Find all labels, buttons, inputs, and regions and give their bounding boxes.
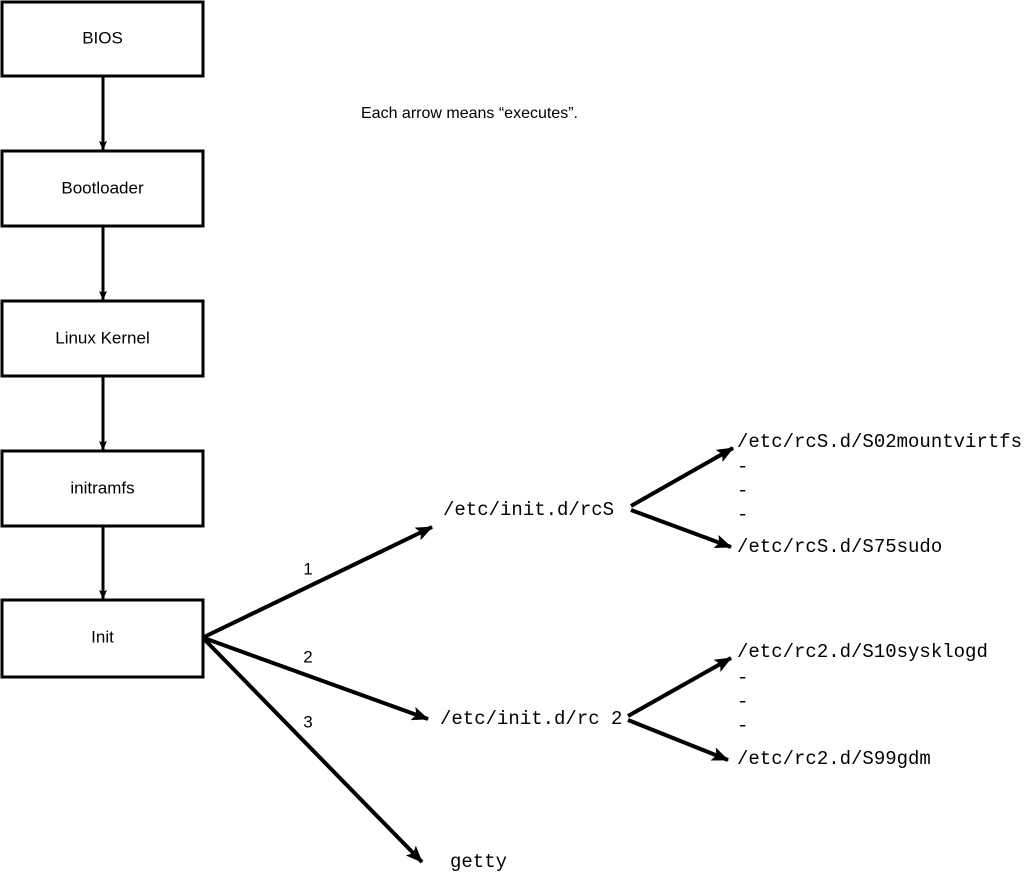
arrow-rc2-to-last-script [627,718,729,762]
rc2-script-labels: /etc/rc2.d/S10sysklogd - - - /etc/rc2.d/… [737,641,988,770]
node-bootloader-label: Bootloader [61,178,144,197]
rcs-ellipsis-dash-1: - [737,456,748,478]
rc2-ellipsis-dash-1: - [737,667,748,689]
label-rc2-first-script[interactable]: /etc/rc2.d/S10sysklogd [737,641,988,663]
init-fanout-arrows [202,525,433,864]
arrow-init-to-getty [202,637,424,864]
rcs-subbranch-arrows [630,446,734,549]
rcs-ellipsis-dash-2: - [737,480,748,502]
arrow-rcs-to-last-script [630,508,732,549]
boot-chain-group: BIOS Bootloader Linux Kernel initramfs I… [0,0,205,679]
node-initramfs-rect[interactable] [0,449,205,528]
rcs-script-labels: /etc/rcS.d/S02mountvirtfs - - - /etc/rcS… [737,431,1022,558]
arrow-rc2-to-first-script [627,656,732,718]
node-linux-kernel[interactable]: Linux Kernel [0,299,205,378]
rc2-ellipsis-dash-3: - [737,715,748,737]
arrow-init-to-rcs [203,525,433,639]
rcs-ellipsis-dash-3: - [737,504,748,526]
edge-number-2: 2 [303,647,312,666]
label-rcs-last-script[interactable]: /etc/rcS.d/S75sudo [737,536,942,558]
node-init-rect[interactable] [0,598,205,679]
edge-number-1: 1 [303,559,312,578]
rc2-subbranch-arrows [627,656,732,762]
node-bios-rect[interactable] [0,0,205,78]
node-linux-kernel-rect[interactable] [0,299,205,378]
legend-note: Each arrow means “executes”. [361,105,578,122]
init-branch-labels: /etc/init.d/rcS /etc/init.d/rc 2 getty [440,499,622,873]
node-init-label: Init [91,627,114,646]
arrow-init-to-rc2 [203,636,429,721]
node-initramfs-label: initramfs [70,478,134,497]
node-initramfs[interactable]: initramfs [0,449,205,528]
label-etc-init-d-rc2[interactable]: /etc/init.d/rc 2 [440,708,622,730]
arrow-rcs-to-first-script [630,446,734,508]
label-rcs-first-script[interactable]: /etc/rcS.d/S02mountvirtfs [737,431,1022,453]
label-etc-init-d-rcs[interactable]: /etc/init.d/rcS [443,499,614,521]
label-rc2-last-script[interactable]: /etc/rc2.d/S99gdm [737,748,931,770]
node-bios[interactable]: BIOS [0,0,205,78]
node-bootloader[interactable]: Bootloader [0,149,205,228]
node-bios-label: BIOS [82,28,123,47]
edge-number-3: 3 [303,712,312,731]
label-getty[interactable]: getty [450,851,507,873]
node-linux-kernel-label: Linux Kernel [55,328,150,347]
edge-number-labels: 1 2 3 [303,559,312,731]
rc2-ellipsis-dash-2: - [737,691,748,713]
node-init[interactable]: Init [0,598,205,679]
